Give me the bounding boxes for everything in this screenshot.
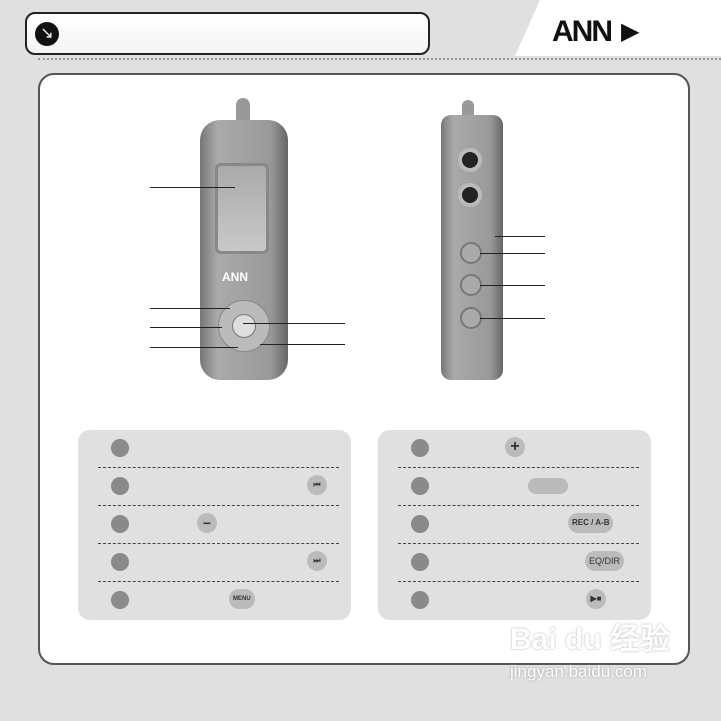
earphone-jack [458, 148, 482, 172]
leader-line [480, 285, 545, 286]
number-badge [111, 439, 129, 457]
line-in-jack [458, 183, 482, 207]
table-row: − [78, 506, 351, 544]
leader-line [243, 323, 345, 324]
plus-key-icon: + [505, 437, 525, 457]
logo-background [515, 0, 721, 56]
leader-line [260, 344, 345, 345]
table-row: EQ/DIR [378, 544, 651, 582]
left-key-table: ⏮ − ⏭ MENU [78, 430, 351, 620]
number-badge [111, 477, 129, 495]
player-screen [215, 163, 269, 254]
blank-key-icon [528, 478, 568, 494]
number-badge [411, 477, 429, 495]
leader-line [150, 327, 222, 328]
brand-logo: ANN [552, 15, 613, 48]
dpad-center [232, 314, 256, 338]
leader-line [150, 308, 230, 309]
minus-key-icon: − [197, 513, 217, 533]
number-badge [111, 591, 129, 609]
table-row [378, 468, 651, 506]
rec-ab-key-icon: REC / A-B [568, 513, 614, 533]
table-row [78, 430, 351, 468]
menu-key-icon: MENU [229, 589, 255, 609]
number-badge [411, 553, 429, 571]
prev-key-icon: ⏮ [307, 475, 327, 495]
play-stop-key-icon: ▶■ [586, 589, 606, 609]
side-button [460, 274, 482, 296]
leader-line [480, 253, 545, 254]
table-row: + [378, 430, 651, 468]
watermark-brand: Bai du 经验 [510, 623, 671, 656]
table-row: REC / A-B [378, 506, 651, 544]
number-badge [411, 591, 429, 609]
number-badge [411, 439, 429, 457]
watermark: Bai du 经验 jingyan.baidu.com [510, 622, 670, 682]
right-key-table: + REC / A-B EQ/DIR ▶■ [378, 430, 651, 620]
device-logo: ANN [222, 270, 248, 284]
side-button [460, 307, 482, 329]
leader-line [480, 318, 545, 319]
table-row: ⏭ [78, 544, 351, 582]
watermark-url: jingyan.baidu.com [510, 662, 648, 681]
logo-arrow-icon: ▶ [621, 18, 640, 45]
eq-dir-key-icon: EQ/DIR [585, 551, 625, 571]
side-button [460, 242, 482, 264]
divider [38, 58, 721, 60]
arrow-down-right-icon: ↘ [35, 22, 59, 46]
number-badge [111, 515, 129, 533]
table-row: ⏮ [78, 468, 351, 506]
leader-line [150, 347, 238, 348]
leader-line [150, 187, 235, 188]
table-row: ▶■ [378, 582, 651, 620]
section-title-box: ↘ [25, 12, 430, 55]
leader-line [495, 236, 545, 237]
brand-logo-group: ANN ▶ [552, 14, 639, 50]
lanyard-hook [236, 98, 250, 122]
table-row: MENU [78, 582, 351, 620]
number-badge [411, 515, 429, 533]
number-badge [111, 553, 129, 571]
next-key-icon: ⏭ [307, 551, 327, 571]
